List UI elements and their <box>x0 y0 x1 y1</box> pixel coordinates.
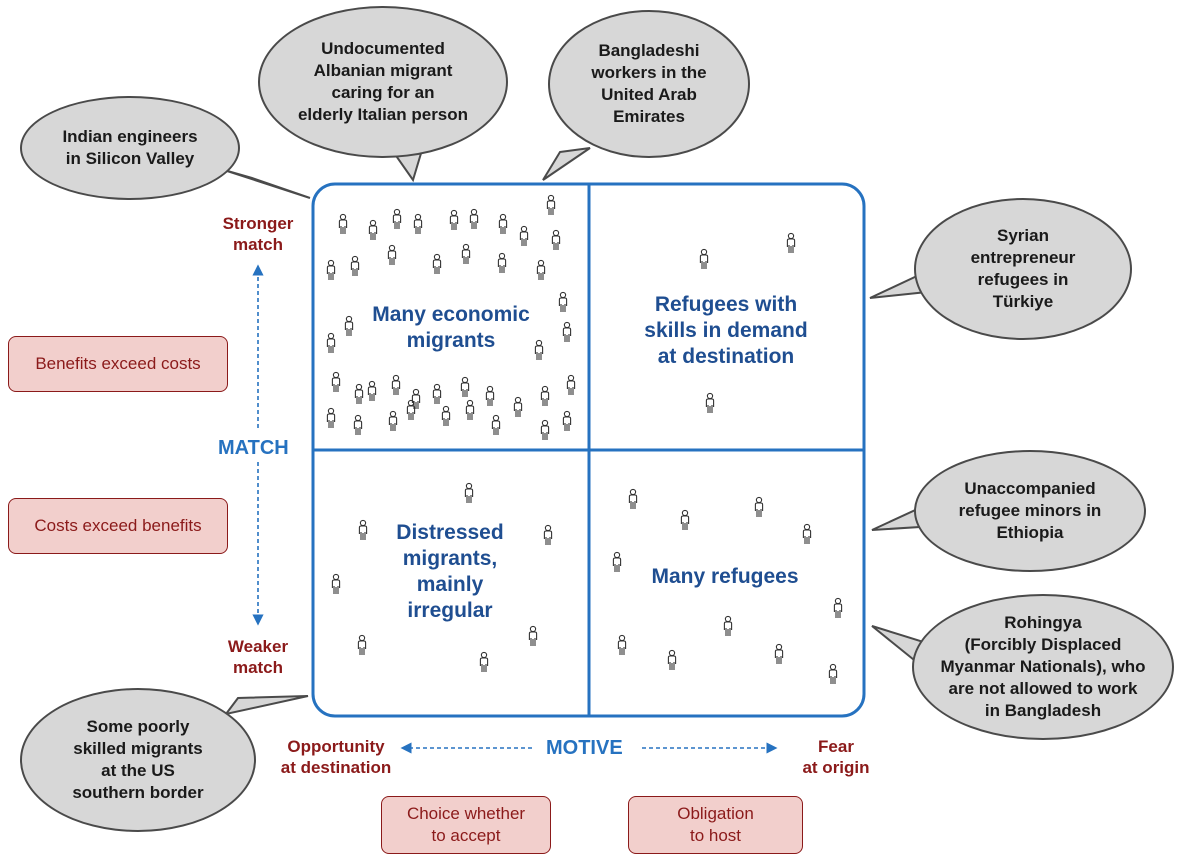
person-icon <box>540 385 550 406</box>
person-icon <box>498 213 508 234</box>
person-icon <box>432 383 442 404</box>
quadrant-label-bottom-right: Many refugees <box>651 565 799 588</box>
person-icon <box>353 414 363 435</box>
person-icon <box>392 208 402 229</box>
person-icon <box>387 244 397 265</box>
callout-pointer <box>223 695 309 716</box>
person-icon <box>833 597 843 618</box>
person-icon <box>680 509 690 530</box>
axis-label-weaker-match: Weaker match <box>227 637 289 677</box>
person-icon <box>461 243 471 264</box>
person-icon <box>406 399 416 420</box>
bubble-indian-engineers: Indian engineers in Silicon Valley <box>20 96 240 200</box>
person-icon <box>562 410 572 431</box>
person-icon <box>543 524 553 545</box>
axis-label-fear: Fear at origin <box>802 737 870 777</box>
bubble-syrian-entrepreneurs: Syrian entrepreneur refugees in Türkiye <box>914 198 1132 340</box>
person-icon <box>551 229 561 250</box>
person-icon <box>391 374 401 395</box>
person-icon <box>562 321 572 342</box>
person-icon <box>388 410 398 431</box>
person-icon <box>497 252 507 273</box>
person-icon <box>774 643 784 664</box>
person-icon <box>465 399 475 420</box>
quadrant-label-top-left: Many economic migrants <box>372 303 530 352</box>
person-icon <box>667 649 677 670</box>
callout-pointer <box>223 169 311 199</box>
person-icon <box>628 488 638 509</box>
box-costs-exceed-benefits: Costs exceed benefits <box>8 498 228 554</box>
person-icon <box>441 405 451 426</box>
person-icon <box>358 519 368 540</box>
person-icon <box>566 374 576 395</box>
person-icon <box>331 573 341 594</box>
bubble-poorly-skilled: Some poorly skilled migrants at the US s… <box>20 688 256 832</box>
person-icon <box>705 392 715 413</box>
person-icon <box>479 651 489 672</box>
person-icon <box>612 551 622 572</box>
person-icon <box>350 255 360 276</box>
person-icon <box>536 259 546 280</box>
axis-label-match: MATCH <box>218 437 289 459</box>
axis-label-motive: MOTIVE <box>546 737 623 759</box>
person-icon <box>513 396 523 417</box>
person-icon <box>828 663 838 684</box>
person-icon <box>754 496 764 517</box>
person-icon <box>802 523 812 544</box>
person-icon <box>411 388 421 409</box>
person-icon <box>326 332 336 353</box>
person-icon <box>464 482 474 503</box>
person-icon <box>354 383 364 404</box>
callout-pointer <box>542 147 591 181</box>
person-icon <box>469 208 479 229</box>
person-icon <box>786 232 796 253</box>
person-icons <box>326 194 843 684</box>
box-choice-whether-to-accept: Choice whether to accept <box>381 796 551 854</box>
axis-label-opportunity: Opportunity at destination <box>280 737 392 777</box>
person-icon <box>326 407 336 428</box>
person-icon <box>338 213 348 234</box>
bubble-unaccompanied-minors: Unaccompanied refugee minors in Ethiopia <box>914 450 1146 572</box>
person-icon <box>519 225 529 246</box>
person-icon <box>540 419 550 440</box>
person-icon <box>558 291 568 312</box>
person-icon <box>485 385 495 406</box>
person-icon <box>357 634 367 655</box>
box-benefits-exceed-costs: Benefits exceed costs <box>8 336 228 392</box>
person-icon <box>449 209 459 230</box>
axis-label-stronger-match: Stronger match <box>222 214 294 254</box>
person-icon <box>368 219 378 240</box>
bubble-albanian-migrant: Undocumented Albanian migrant caring for… <box>258 6 508 158</box>
quadrant-label-top-right: Refugees with skills in demand at destin… <box>644 293 808 368</box>
person-icon <box>617 634 627 655</box>
bubble-rohingya: Rohingya (Forcibly Displaced Myanmar Nat… <box>912 594 1174 740</box>
person-icon <box>331 371 341 392</box>
person-icon <box>367 380 377 401</box>
person-icon <box>528 625 538 646</box>
bubble-bangladeshi-workers: Bangladeshi workers in the United Arab E… <box>548 10 750 158</box>
person-icon <box>344 315 354 336</box>
person-icon <box>326 259 336 280</box>
quadrant-label-bottom-left: Distressed migrants, mainly irregular <box>396 521 504 622</box>
person-icon <box>491 414 501 435</box>
box-obligation-to-host: Obligation to host <box>628 796 803 854</box>
person-icon <box>546 194 556 215</box>
person-icon <box>723 615 733 636</box>
person-icon <box>460 376 470 397</box>
person-icon <box>534 339 544 360</box>
person-icon <box>432 253 442 274</box>
person-icon <box>699 248 709 269</box>
person-icon <box>413 213 423 234</box>
